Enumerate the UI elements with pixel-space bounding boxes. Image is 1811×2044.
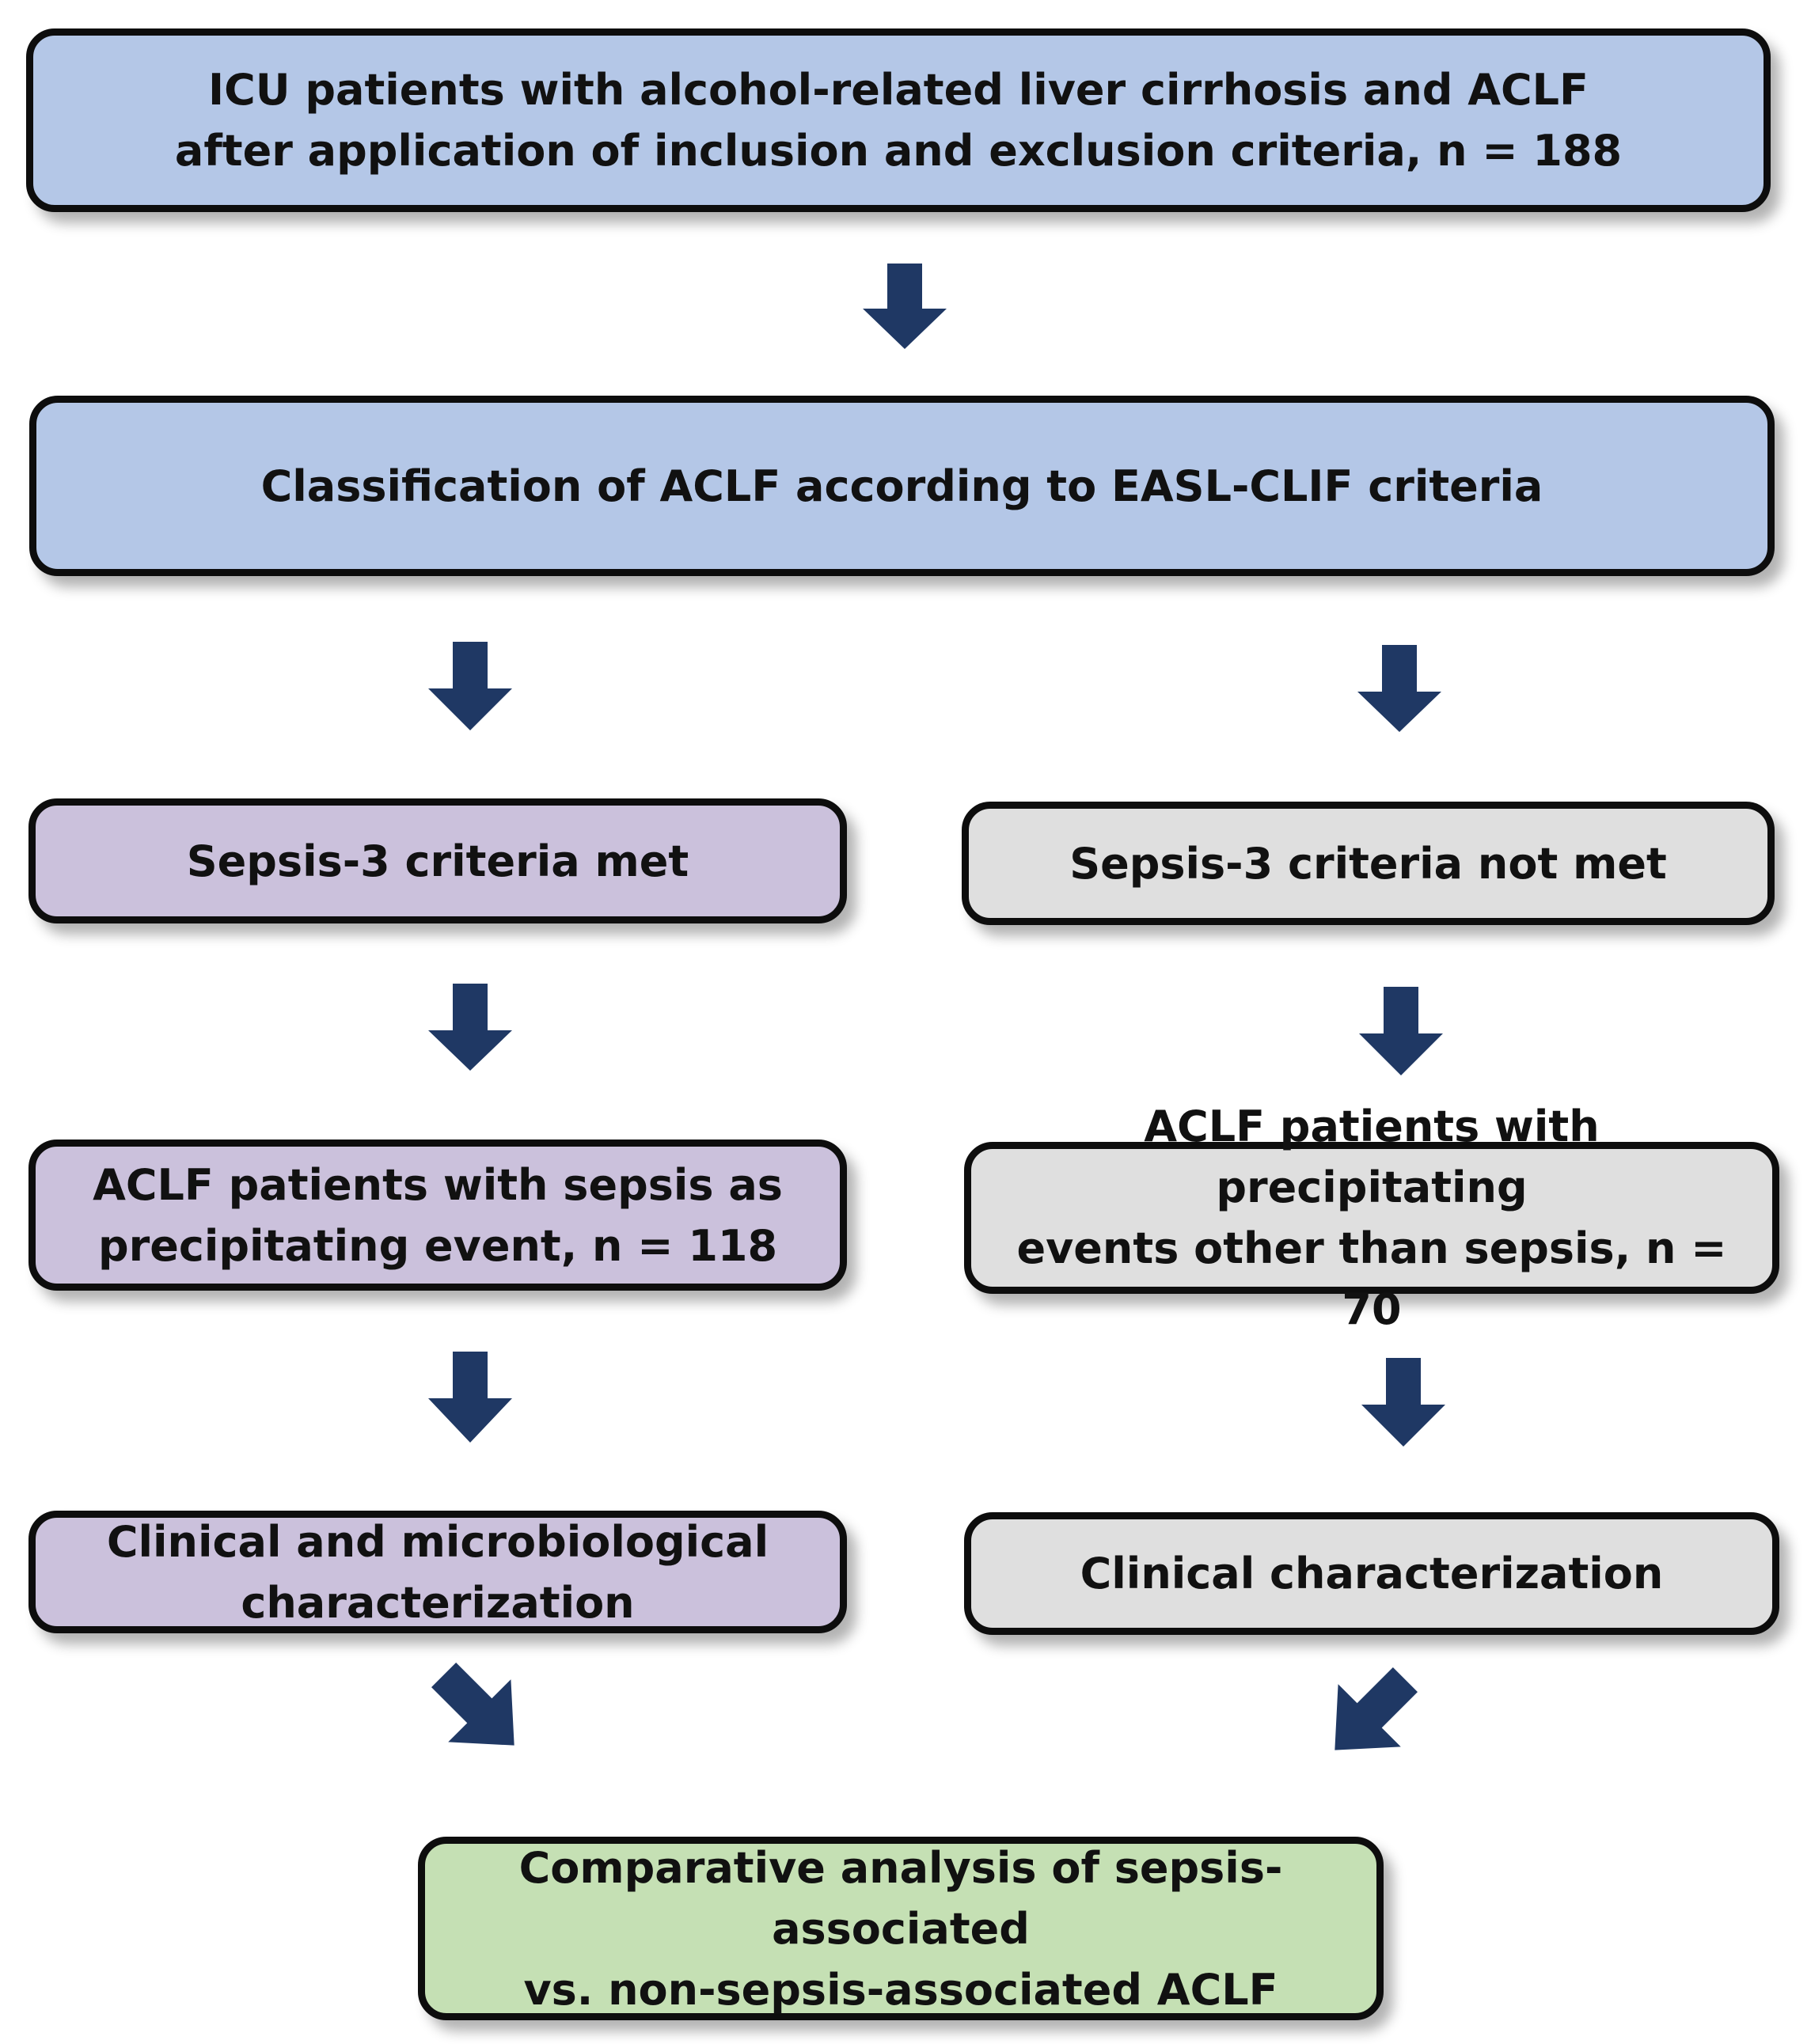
comparative-line-1: Comparative analysis of sepsis-associate… — [518, 1842, 1283, 1954]
down-arrow-icon — [428, 642, 512, 730]
classification-line-1: Classification of ACLF according to EASL… — [260, 461, 1543, 511]
cohort-box: ICU patients with alcohol-related liver … — [26, 28, 1771, 212]
sepsis-patients-text: ACLF patients with sepsis as precipitati… — [93, 1155, 783, 1276]
clinical-micro-text: Clinical and microbiological characteriz… — [107, 1511, 769, 1633]
clinical-micro-box: Clinical and microbiological characteriz… — [28, 1511, 847, 1633]
clinical-line-1: Clinical characterization — [1080, 1549, 1664, 1598]
diagonal-arrow-left-icon — [1335, 1667, 1418, 1750]
down-arrow-icon — [863, 264, 947, 349]
sepsis-patients-line-2: precipitating event, n = 118 — [97, 1220, 778, 1271]
comparative-line-2: vs. non-sepsis-associated ACLF — [523, 1964, 1278, 2015]
sepsis-not-met-box: Sepsis-3 criteria not met — [962, 802, 1775, 925]
sepsis-met-line-1: Sepsis-3 criteria met — [186, 836, 689, 886]
comparative-text: Comparative analysis of sepsis-associate… — [449, 1837, 1353, 2020]
other-patients-line-2: events other than sepsis, n = 70 — [1016, 1223, 1727, 1334]
sepsis-patients-box: ACLF patients with sepsis as precipitati… — [28, 1140, 847, 1291]
down-arrow-icon — [1361, 1358, 1445, 1447]
classification-box: Classification of ACLF according to EASL… — [29, 396, 1775, 576]
down-arrow-icon — [1357, 645, 1441, 732]
clinical-box: Clinical characterization — [964, 1512, 1779, 1635]
clinical-micro-line-1: Clinical and microbiological — [106, 1516, 769, 1567]
sepsis-not-met-line-1: Sepsis-3 criteria not met — [1069, 838, 1667, 889]
other-patients-line-1: ACLF patients with precipitating — [1144, 1102, 1600, 1212]
cohort-text: ICU patients with alcohol-related liver … — [175, 59, 1622, 181]
down-arrow-icon — [1359, 987, 1443, 1075]
down-arrow-icon — [428, 1352, 512, 1443]
other-patients-box: ACLF patients with precipitating events … — [964, 1102, 1779, 1334]
cohort-line-1: ICU patients with alcohol-related liver … — [208, 65, 1589, 115]
comparative-box: Comparative analysis of sepsis-associate… — [418, 1837, 1384, 2020]
down-arrow-icon — [428, 984, 512, 1071]
clinical-micro-line-2: characterization — [241, 1577, 635, 1628]
other-patients-text: ACLF patients with precipitating events … — [995, 1096, 1748, 1340]
sepsis-patients-line-1: ACLF patients with sepsis as — [93, 1159, 783, 1210]
cohort-line-2: after application of inclusion and exclu… — [174, 126, 1623, 176]
diagonal-arrow-right-icon — [431, 1663, 514, 1746]
sepsis-met-box: Sepsis-3 criteria met — [28, 798, 847, 923]
